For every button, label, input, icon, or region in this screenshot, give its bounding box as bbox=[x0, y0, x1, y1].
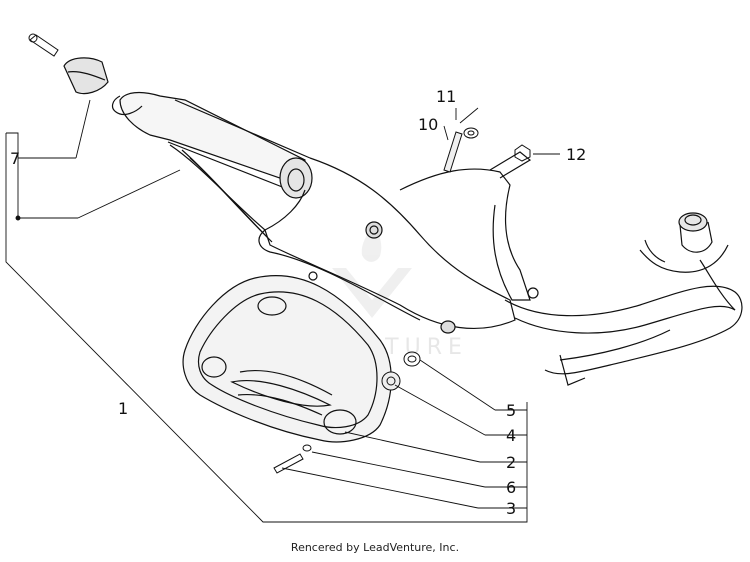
heat-shield bbox=[182, 275, 392, 443]
tail-cap bbox=[63, 57, 143, 116]
callout-6: 6 bbox=[506, 478, 516, 497]
header-pipe bbox=[399, 151, 743, 386]
callout-2: 2 bbox=[506, 453, 516, 472]
callout-7: 7 bbox=[10, 149, 20, 168]
callout-5: 5 bbox=[506, 401, 516, 420]
render-credit: Rencered by LeadVenture, Inc. bbox=[290, 541, 460, 554]
callout-12: 12 bbox=[566, 145, 586, 164]
callout-1: 1 bbox=[118, 399, 128, 418]
callout-labels: 7 1 11 10 12 5 4 2 6 3 bbox=[10, 87, 586, 518]
callout-11: 11 bbox=[436, 87, 456, 106]
leader-lines bbox=[5, 99, 560, 523]
callout-10: 10 bbox=[418, 115, 438, 134]
cap-bolt bbox=[28, 33, 59, 57]
callout-4: 4 bbox=[506, 426, 516, 445]
callout-3: 3 bbox=[506, 499, 516, 518]
muffler bbox=[119, 91, 516, 334]
